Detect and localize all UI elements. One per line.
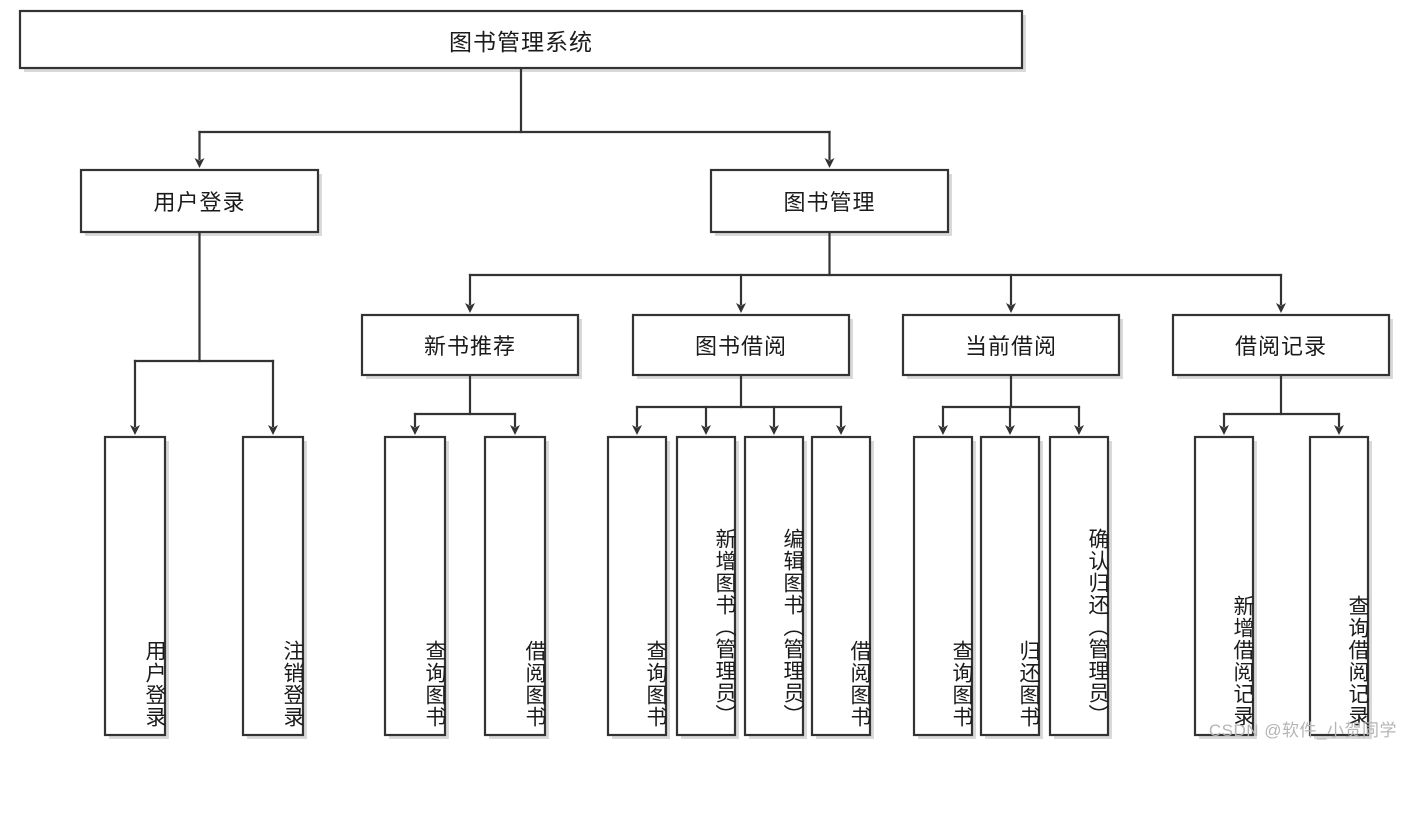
node-box-leaf-logout[interactable] [241, 435, 305, 737]
node-leaf-add-record[interactable] [1195, 437, 1253, 735]
node-box-leaf-query-book-cur[interactable] [912, 435, 974, 737]
node-leaf-add-book[interactable] [677, 437, 735, 735]
node-box-root[interactable] [18, 9, 1024, 70]
node-box-leaf-confirm-return[interactable] [1048, 435, 1110, 737]
node-box-leaf-add-book[interactable] [675, 435, 737, 737]
node-box-current-borrow[interactable] [901, 313, 1121, 377]
node-book-borrow[interactable] [633, 315, 849, 375]
node-leaf-query-book-rec[interactable] [385, 437, 445, 735]
node-box-leaf-user-login[interactable] [103, 435, 167, 737]
node-box-book-borrow[interactable] [631, 313, 851, 377]
node-box-leaf-add-record[interactable] [1193, 435, 1255, 737]
node-leaf-query-book-cur[interactable] [914, 437, 972, 735]
node-leaf-return-book[interactable] [981, 437, 1039, 735]
node-root[interactable] [20, 11, 1022, 68]
node-box-borrow-record[interactable] [1171, 313, 1391, 377]
node-book-manage[interactable] [711, 170, 948, 232]
node-leaf-query-book-borrow[interactable] [608, 437, 666, 735]
node-box-leaf-borrow-book[interactable] [810, 435, 872, 737]
node-box-leaf-borrow-book-rec[interactable] [483, 435, 547, 737]
node-box-leaf-return-book[interactable] [979, 435, 1041, 737]
node-leaf-edit-book[interactable] [745, 437, 803, 735]
node-box-book-manage[interactable] [709, 168, 950, 234]
connector-layer [130, 66, 1344, 435]
node-box-user-login[interactable] [79, 168, 320, 234]
node-leaf-logout[interactable] [243, 437, 303, 735]
diagram-canvas: 图书管理系统用户登录图书管理新书推荐图书借阅当前借阅借阅记录用户登录注销登录查询… [18, 9, 1397, 740]
diagram-svg [18, 9, 1393, 739]
node-box-new-book-recommend[interactable] [360, 313, 580, 377]
node-current-borrow[interactable] [903, 315, 1119, 375]
node-borrow-record[interactable] [1173, 315, 1389, 375]
node-leaf-query-record[interactable] [1310, 437, 1368, 735]
node-leaf-confirm-return[interactable] [1050, 437, 1108, 735]
node-user-login[interactable] [81, 170, 318, 232]
box-layer [18, 9, 1391, 737]
node-leaf-borrow-book[interactable] [812, 437, 870, 735]
node-leaf-borrow-book-rec[interactable] [485, 437, 545, 735]
node-box-leaf-query-book-rec[interactable] [383, 435, 447, 737]
node-box-leaf-query-book-borrow[interactable] [606, 435, 668, 737]
node-label-layer: 图书管理系统用户登录图书管理新书推荐图书借阅当前借阅借阅记录用户登录注销登录查询… [20, 11, 1389, 735]
node-leaf-user-login[interactable] [105, 437, 165, 735]
node-new-book-recommend[interactable] [362, 315, 578, 375]
node-box-leaf-edit-book[interactable] [743, 435, 805, 737]
node-box-leaf-query-record[interactable] [1308, 435, 1370, 737]
watermark-text: CSDN @软件_小贺同学 [1208, 721, 1397, 740]
